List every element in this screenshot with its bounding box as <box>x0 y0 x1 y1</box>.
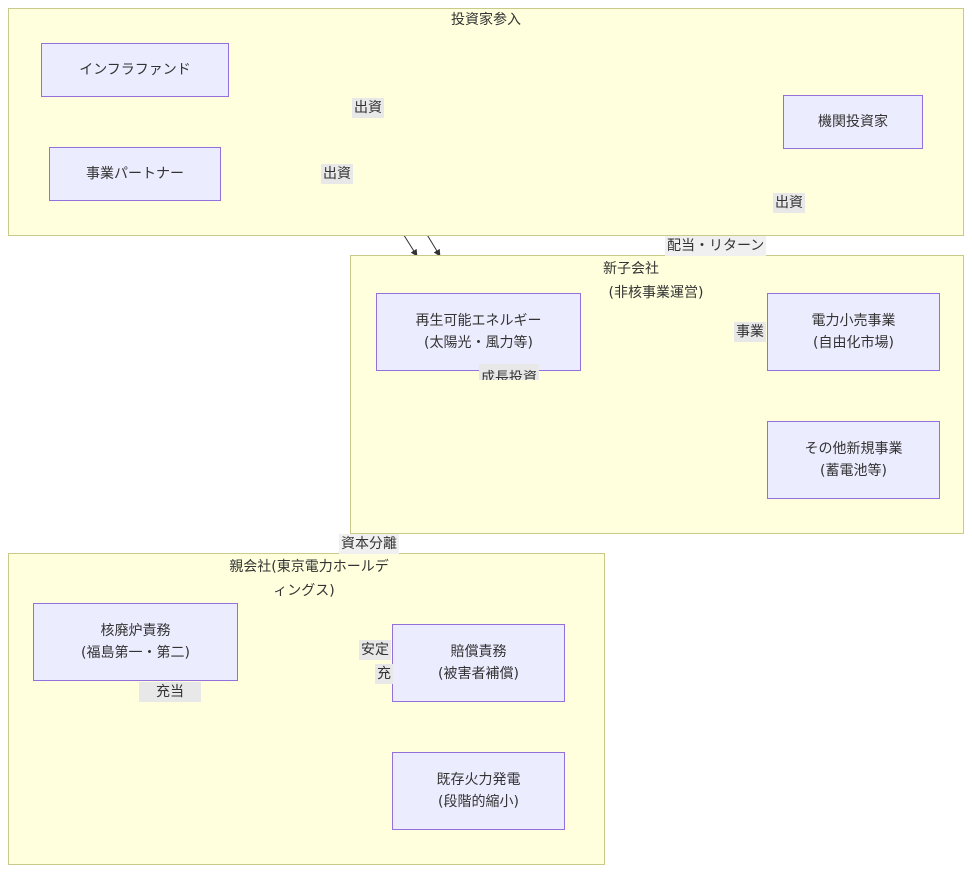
edge-label-allocation-partial: 充 <box>375 664 393 684</box>
edge-label-investment-1: 出資 <box>352 98 384 118</box>
node-infra-fund-label: インフラファンド <box>79 62 191 78</box>
edge-label-allocation: 充当 <box>139 682 201 702</box>
node-thermal-power-line1: 既存火力発電 <box>436 772 521 788</box>
node-renewable-energy-line2: (太陽光・風力等) <box>424 335 533 351</box>
edge-label-capital-separation: 資本分離 <box>339 534 399 554</box>
edge-label-stable: 安定 <box>359 640 391 660</box>
node-compensation-line1: 賠償責務 <box>450 644 507 660</box>
node-institutional-investor-label: 機関投資家 <box>818 114 888 130</box>
edge-label-growth-investment: 成長投資 <box>479 364 539 380</box>
node-business-partner: 事業パートナー <box>49 147 221 201</box>
cluster-investors-title: 投資家参入 <box>451 12 521 28</box>
edge-label-business: 事業 <box>734 322 766 342</box>
node-compensation: 賠償責務 (被害者補償) <box>392 624 565 702</box>
node-electricity-retail-line2: (自由化市場) <box>813 335 894 351</box>
node-institutional-investor: 機関投資家 <box>783 95 923 149</box>
node-infra-fund: インフラファンド <box>41 43 229 97</box>
edge-label-investment-3: 出資 <box>773 193 805 213</box>
node-business-partner-label: 事業パートナー <box>86 166 184 182</box>
edge-label-dividend-return: 配当・リターン <box>665 236 767 256</box>
node-other-new-business-line2: (蓄電池等) <box>820 463 887 479</box>
node-thermal-power: 既存火力発電 (段階的縮小) <box>392 752 565 830</box>
cluster-subsidiary-title-line2: (非核事業運営) <box>608 285 704 301</box>
node-decommissioning-line2: (福島第一・第二) <box>81 645 190 661</box>
node-renewable-energy: 再生可能エネルギー (太陽光・風力等) <box>376 293 581 371</box>
node-electricity-retail-line1: 電力小売事業 <box>811 313 896 329</box>
cluster-parent-title-line1: 親会社(東京電力ホールデ <box>229 559 389 575</box>
node-thermal-power-line2: (段階的縮小) <box>438 794 519 810</box>
edge-label-investment-2: 出資 <box>321 164 353 184</box>
cluster-subsidiary-title-line1: 新子会社 <box>603 261 659 277</box>
node-decommissioning: 核廃炉責務 (福島第一・第二) <box>33 603 238 681</box>
node-other-new-business: その他新規事業 (蓄電池等) <box>767 421 940 499</box>
node-renewable-energy-line1: 再生可能エネルギー <box>415 313 542 329</box>
node-other-new-business-line1: その他新規事業 <box>804 441 903 457</box>
node-electricity-retail: 電力小売事業 (自由化市場) <box>767 293 940 371</box>
node-decommissioning-line1: 核廃炉責務 <box>100 623 171 639</box>
node-compensation-line2: (被害者補償) <box>438 666 519 682</box>
cluster-parent-title-line2: ィングス) <box>273 583 335 599</box>
